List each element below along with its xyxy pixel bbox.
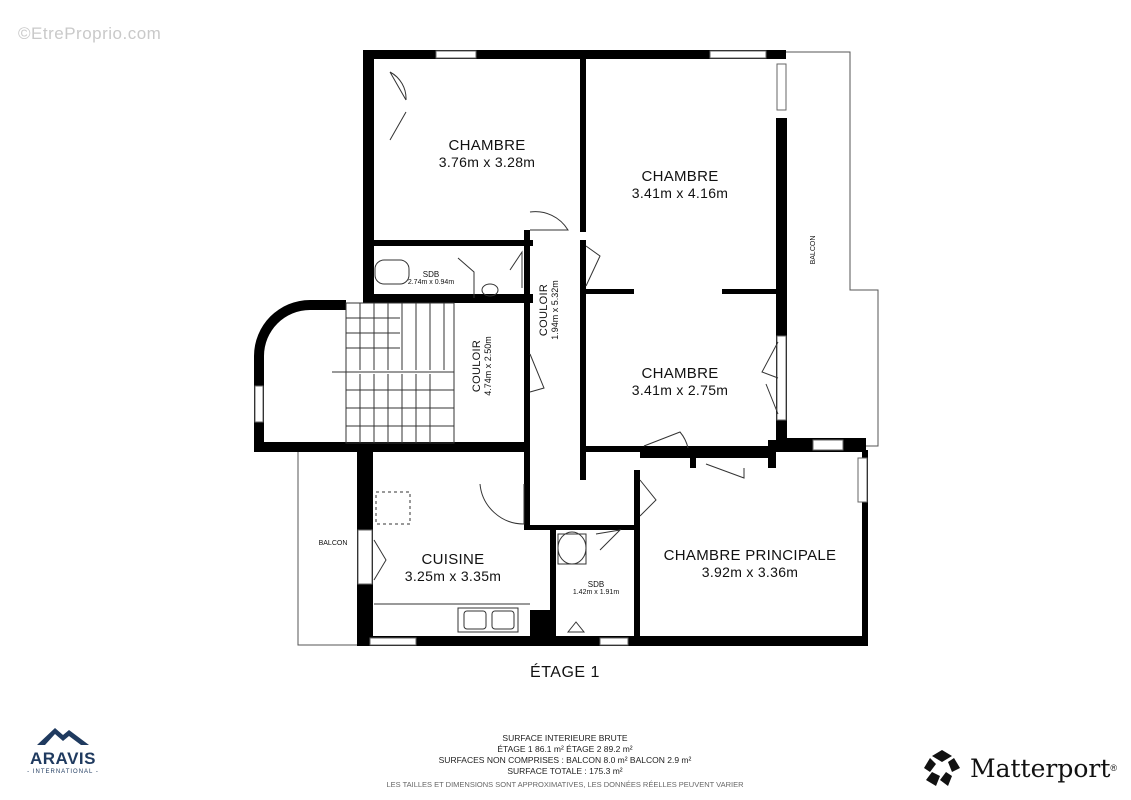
stairs: [332, 302, 455, 444]
room-dimensions: 3.25m x 3.35m: [404, 568, 502, 584]
room-dimensions: 3.41m x 4.16m: [631, 185, 729, 201]
fixtures: [374, 259, 587, 633]
room-name: CHAMBRE: [641, 365, 719, 382]
room-chambre-b: CHAMBRE 3.41m x 4.16m: [613, 168, 747, 201]
room-name: CHAMBRE: [448, 137, 526, 154]
aravis-subtitle: - INTERNATIONAL -: [27, 769, 99, 775]
room-dimensions: 2.74m x 0.94m: [407, 279, 455, 286]
summary-line: SURFACES NON COMPRISES : BALCON 8.0 m² B…: [438, 755, 692, 765]
watermark: ©EtreProprio.com: [18, 24, 162, 43]
room-dimensions: 1.94m x 5.32m: [550, 280, 560, 340]
room-dimensions: 4.74m x 2.50m: [483, 336, 493, 396]
curved-wall: [254, 300, 346, 452]
floor-title: ÉTAGE 1: [530, 664, 600, 681]
room-name: CHAMBRE: [641, 168, 719, 185]
room-name: SDB: [587, 580, 605, 589]
room-dimensions: 3.76m x 3.28m: [438, 154, 536, 170]
room-sdb-bottom: SDB 1.42m x 1.91m: [561, 580, 631, 596]
disclaimer: LES TAILLES ET DIMENSIONS SONT APPROXIMA…: [386, 780, 744, 789]
room-dimensions: 3.92m x 3.36m: [701, 564, 799, 580]
room-name: SDB: [422, 270, 440, 279]
room-name: COULOIR: [471, 339, 483, 393]
room-balcon-left: BALCON: [318, 540, 348, 547]
room-dimensions: 1.42m x 1.91m: [572, 589, 620, 596]
matterport-logo: Matterport®: [922, 748, 1117, 788]
room-couloir-vertical: COULOIR 1.94m x 5.32m: [538, 260, 568, 360]
room-chambre-c: CHAMBRE 3.41m x 2.75m: [613, 365, 747, 398]
room-sdb-top: SDB 2.74m x 0.94m: [396, 270, 466, 286]
room-chambre-a: CHAMBRE 3.76m x 3.28m: [420, 137, 554, 170]
summary-line: SURFACE TOTALE : 175.3 m²: [507, 766, 623, 776]
matterport-name: Matterport: [970, 753, 1111, 783]
doors: [373, 71, 779, 581]
registered-mark: ®: [1110, 763, 1118, 773]
room-name: CHAMBRE PRINCIPALE: [663, 547, 837, 564]
summary-line: SURFACE INTERIEURE BRUTE: [502, 733, 628, 743]
aravis-logo: ARAVIS - INTERNATIONAL -: [22, 724, 104, 775]
summary-line: ÉTAGE 1 86.1 m² ÉTAGE 2 89.2 m²: [497, 744, 633, 754]
room-cuisine: CUISINE 3.25m x 3.35m: [386, 551, 520, 584]
mountain-icon: [37, 728, 89, 745]
room-name: CUISINE: [421, 551, 485, 568]
room-name: COULOIR: [538, 283, 550, 337]
room-couloir-stairs: COULOIR 4.74m x 2.50m: [471, 316, 501, 416]
surface-summary: SURFACE INTERIEURE BRUTE ÉTAGE 1 86.1 m²…: [340, 733, 790, 790]
room-chambre-principale: CHAMBRE PRINCIPALE 3.92m x 3.36m: [650, 547, 850, 580]
windows: [254, 50, 868, 646]
room-dimensions: 3.41m x 2.75m: [631, 382, 729, 398]
aravis-name: ARAVIS: [30, 749, 96, 768]
room-balcon-right: BALCON: [810, 235, 817, 265]
matterport-icon: [924, 750, 960, 786]
